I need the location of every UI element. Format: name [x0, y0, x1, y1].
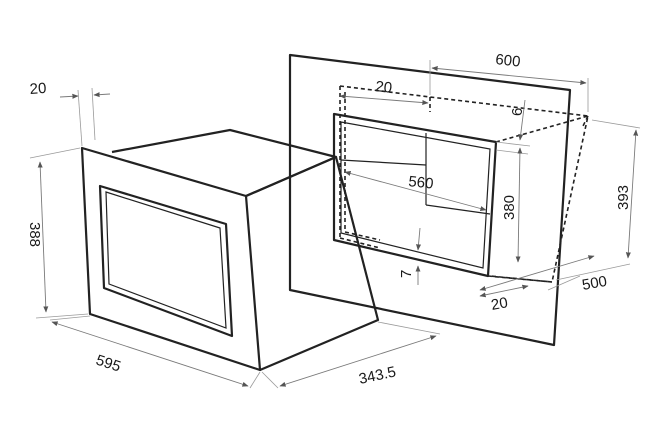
dim-label-343-5: 343.5: [357, 363, 397, 387]
dim-label-595: 595: [94, 352, 123, 376]
dim-label-600: 600: [495, 51, 522, 71]
dim-label-7: 7: [398, 270, 415, 278]
dim-label-20-bottom: 20: [490, 294, 509, 314]
dim-label-6: 6: [509, 108, 526, 116]
dim-label-393: 393: [615, 185, 632, 210]
dim-lines: [29, 60, 641, 389]
dim-label-380: 380: [501, 195, 518, 220]
niche-outline: [339, 85, 589, 283]
dim-label-20-top: 20: [375, 78, 393, 97]
dim-label-20-left: 20: [29, 80, 47, 98]
dim-label-560: 560: [408, 173, 435, 193]
cabinet-opening: [332, 112, 498, 278]
dim-label-388: 388: [26, 222, 43, 247]
dim-label-500: 500: [581, 273, 609, 294]
